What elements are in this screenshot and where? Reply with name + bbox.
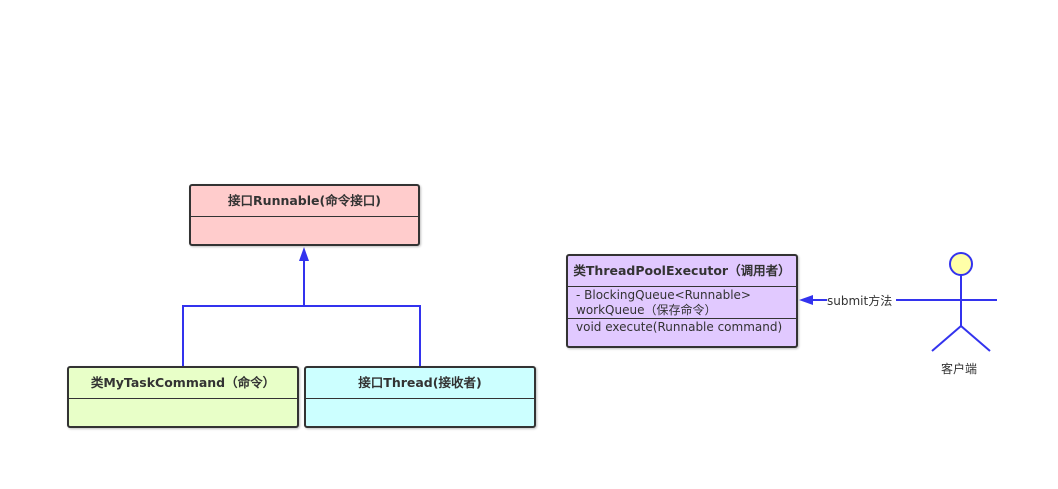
client-actor-label: 客户端	[941, 362, 978, 376]
mytaskcommand-title: 类MyTaskCommand（命令）	[69, 368, 297, 399]
mytaskcommand-body	[69, 399, 297, 401]
threadpoolexecutor-class-box[interactable]: 类ThreadPoolExecutor（调用者） - BlockingQueue…	[566, 254, 798, 348]
arrowhead-runnable	[299, 247, 309, 261]
mytaskcommand-class-box[interactable]: 类MyTaskCommand（命令）	[67, 366, 299, 428]
thread-title: 接口Thread(接收者)	[306, 368, 534, 399]
arrowhead-executor	[799, 295, 813, 305]
actor-left-leg	[931, 325, 962, 352]
runnable-interface-box[interactable]: 接口Runnable(命令接口)	[189, 184, 420, 246]
runnable-body	[191, 217, 418, 219]
connector-thread-to-runnable	[304, 305, 421, 366]
runnable-title: 接口Runnable(命令接口)	[191, 186, 418, 217]
actor-figure	[925, 252, 997, 352]
thread-interface-box[interactable]: 接口Thread(接收者)	[304, 366, 536, 428]
actor-head	[949, 252, 973, 276]
threadpoolexecutor-title: 类ThreadPoolExecutor（调用者）	[568, 256, 796, 287]
threadpoolexecutor-method: void execute(Runnable command)	[576, 320, 783, 334]
thread-body	[306, 399, 534, 401]
submit-method-label: submit方法	[827, 294, 893, 308]
connector-mytask-to-runnable	[182, 260, 305, 366]
actor-right-leg	[960, 325, 991, 352]
threadpoolexecutor-attribute: - BlockingQueue<Runnable> workQueue（保存命令…	[568, 287, 796, 319]
